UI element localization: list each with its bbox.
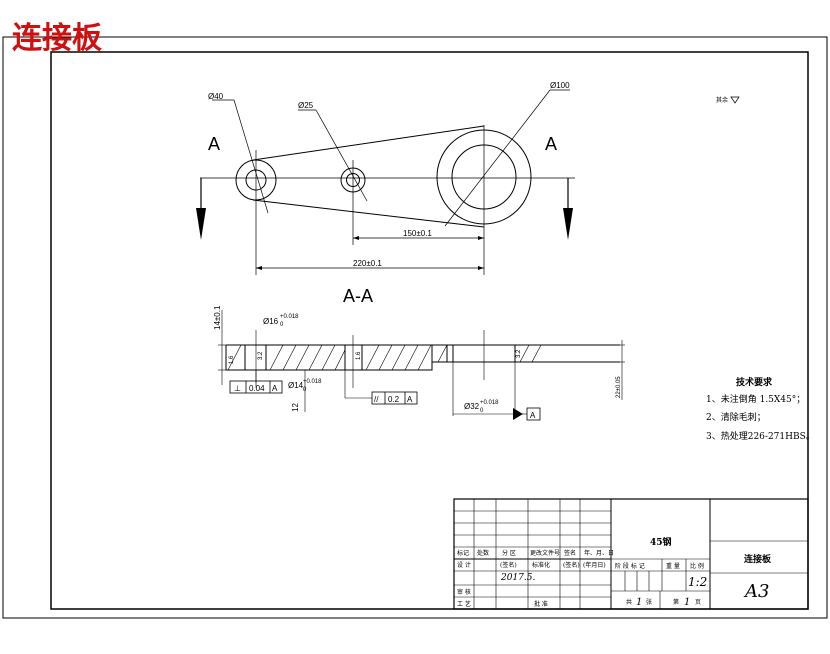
svg-text:标准化: 标准化 xyxy=(532,561,550,569)
paper-size: A3 xyxy=(743,581,769,602)
svg-text:1.6: 1.6 xyxy=(356,351,362,360)
material-label: 45钢 xyxy=(650,536,672,548)
svg-text://: // xyxy=(374,395,379,404)
scale-handwritten: 1:2 xyxy=(688,575,707,589)
date-handwritten: 2017.5. xyxy=(500,573,535,583)
outer-frame xyxy=(2,36,828,619)
svg-text:第: 第 xyxy=(673,598,679,606)
svg-text:3.2: 3.2 xyxy=(258,351,264,360)
process-label: 工 艺 xyxy=(457,600,471,608)
dia-large-label: Ø100 xyxy=(550,81,570,90)
svg-text:1: 1 xyxy=(636,597,642,608)
svg-text:1: 1 xyxy=(684,597,690,608)
svg-text:+0.018: +0.018 xyxy=(303,379,322,385)
svg-text:A: A xyxy=(272,384,278,393)
svg-text:页: 页 xyxy=(695,599,701,606)
svg-text:分 区: 分 区 xyxy=(502,549,516,557)
inner-frame xyxy=(50,51,809,610)
svg-text:处数: 处数 xyxy=(477,549,489,557)
svg-text:比 例: 比 例 xyxy=(690,562,704,570)
svg-text:1.6: 1.6 xyxy=(229,355,235,364)
section-arrow-right-icon xyxy=(563,208,573,240)
design-label: 设 计 xyxy=(457,561,471,569)
svg-text:⊥: ⊥ xyxy=(234,384,241,393)
svg-text:+0.018: +0.018 xyxy=(280,314,299,320)
section-mark-left: A xyxy=(208,134,220,154)
svg-text:3.2: 3.2 xyxy=(516,349,522,358)
dim-12: 12 xyxy=(291,403,300,412)
svg-text:更改文件号: 更改文件号 xyxy=(530,549,560,557)
top-view xyxy=(200,89,575,275)
gtol-frame-parallel xyxy=(371,391,418,405)
svg-text:(签名): (签名) xyxy=(500,561,517,569)
tech-req-item-3: 3、热处理226-271HBS。 xyxy=(706,430,815,442)
part-name: 连接板 xyxy=(744,553,772,565)
dia-mid-label: Ø25 xyxy=(298,101,314,110)
section-mark-right: A xyxy=(545,134,557,154)
dim-22: 22±0.05 xyxy=(616,376,622,398)
dim-150: 150±0.1 xyxy=(403,229,432,238)
review-label: 审 核 xyxy=(457,588,471,596)
svg-text:重 量: 重 量 xyxy=(666,562,680,570)
tech-req-item-1: 1、未注倒角 1.5X45°； xyxy=(706,393,805,405)
svg-text:阶 段 标 记: 阶 段 标 记 xyxy=(615,562,645,570)
svg-text:A: A xyxy=(407,395,413,404)
header-title: 连接板 xyxy=(12,21,102,56)
gtol-frame-perpendicular xyxy=(229,380,283,394)
dim-phi14: Ø14 xyxy=(288,381,304,390)
datum-triangle-icon xyxy=(513,408,523,420)
approve-label: 批 准 xyxy=(534,600,548,608)
svg-text:(签名): (签名) xyxy=(563,561,580,569)
svg-text:共: 共 xyxy=(626,598,632,606)
svg-text:张: 张 xyxy=(646,598,652,606)
svg-text:0: 0 xyxy=(280,322,284,328)
datum-label: A xyxy=(530,411,536,420)
roughness-symbol-icon xyxy=(730,96,740,104)
tech-req-title: 技术要求 xyxy=(736,376,773,388)
svg-text:0.04: 0.04 xyxy=(249,384,265,393)
dia-small-label: Ø40 xyxy=(208,92,224,101)
dim-220: 220±0.1 xyxy=(353,259,382,268)
title-block xyxy=(453,498,809,610)
svg-text:签名: 签名 xyxy=(564,549,576,557)
svg-text:0: 0 xyxy=(303,387,307,393)
svg-text:(年月日): (年月日) xyxy=(583,561,606,569)
dim-phi16: Ø16 xyxy=(263,317,279,326)
svg-text:0.2: 0.2 xyxy=(388,395,400,404)
svg-text:0: 0 xyxy=(480,408,484,414)
section-view xyxy=(218,310,625,416)
section-view-label: A-A xyxy=(343,286,373,306)
dim-phi32: Ø32 xyxy=(464,402,480,411)
section-arrow-left-icon xyxy=(196,208,206,240)
svg-text:标记: 标记 xyxy=(457,549,469,557)
svg-text:年、月、日: 年、月、日 xyxy=(584,549,614,557)
roughness-note: 其余 xyxy=(716,96,728,104)
svg-text:+0.018: +0.018 xyxy=(480,400,499,406)
dim-14: 14±0.1 xyxy=(213,305,222,330)
tech-req-item-2: 2、清除毛刺； xyxy=(706,411,766,423)
